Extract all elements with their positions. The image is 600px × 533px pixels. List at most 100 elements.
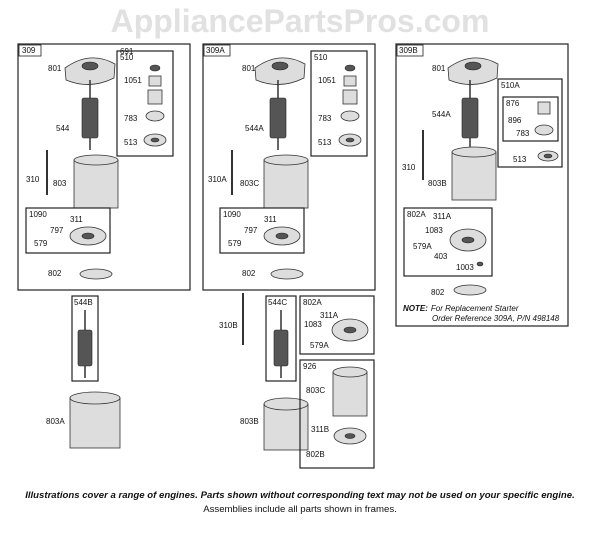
frame-label-309: 309 [22, 46, 36, 55]
clip-1003 [476, 261, 484, 267]
armature-544 [81, 80, 99, 150]
washer-802 [79, 268, 113, 280]
label-1003: 1003 [456, 263, 474, 272]
end-cover-801 [64, 57, 116, 85]
frame-309b [395, 43, 569, 327]
frame-309a [202, 43, 376, 291]
label-311: 311 [70, 215, 83, 224]
gear-513-right [537, 150, 559, 162]
label-311b-926: 311B [311, 425, 329, 434]
frame-926 [299, 359, 375, 469]
end-cover-801-right [447, 57, 499, 85]
frame-label-926: 926 [303, 362, 317, 371]
frame-544b [71, 295, 99, 382]
frame-1090-mid [219, 207, 305, 254]
label-802-mid: 802 [242, 269, 256, 278]
label-513: 513 [124, 138, 138, 147]
washer-802-mid [270, 268, 304, 280]
brush-plate-1090-mid [263, 226, 301, 246]
label-801: 801 [48, 64, 62, 73]
label-513-mid: 513 [318, 138, 332, 147]
frame-309 [17, 43, 191, 291]
brush-assembly-802a-mid [331, 318, 369, 342]
armature-544c [273, 310, 289, 378]
brush-plate-311b [333, 427, 367, 445]
frame-876 [502, 96, 559, 142]
washer-802-right [453, 284, 487, 296]
label-311a-mid: 311A [320, 311, 339, 320]
end-cover-801-mid [254, 57, 306, 85]
label-310b: 310B [219, 321, 238, 330]
label-783-right: 783 [516, 129, 530, 138]
label-579-mid: 579 [228, 239, 242, 248]
frame-label-510a-right: 510A [501, 81, 520, 90]
label-896: 896 [508, 116, 522, 125]
label-801-mid: 801 [242, 64, 256, 73]
frame-label-309a: 309A [206, 46, 225, 55]
label-579a-right: 579A [413, 242, 432, 251]
frame-label-1090-mid: 1090 [223, 210, 241, 219]
label-579: 579 [34, 239, 48, 248]
label-803c: 803C [240, 179, 259, 188]
spring-896 [534, 101, 554, 136]
frame-510a-right [497, 78, 563, 168]
frame-label-544c: 544C [268, 298, 287, 307]
label-802: 802 [48, 269, 62, 278]
label-797-mid: 797 [244, 226, 258, 235]
label-310: 310 [26, 175, 40, 184]
housing-803b [263, 397, 309, 451]
footer-disclaimer: Illustrations cover a range of engines. … [25, 490, 575, 501]
label-544a-right: 544A [432, 110, 451, 119]
label-803b-right: 803B [428, 179, 447, 188]
note-line-2: Order Reference 309A, P/N 498148 [432, 314, 560, 323]
label-403: 403 [434, 252, 448, 261]
footer-assemblies-note: Assemblies include all parts shown in fr… [203, 504, 397, 515]
brush-assembly-802a-right [449, 228, 487, 252]
label-783: 783 [124, 114, 138, 123]
label-513-right: 513 [513, 155, 527, 164]
frame-802a-mid [299, 295, 375, 355]
label-797: 797 [50, 226, 64, 235]
spring-1051 [148, 64, 162, 87]
label-801-right: 801 [432, 64, 446, 73]
label-1083-right: 1083 [425, 226, 443, 235]
label-1051: 1051 [124, 76, 142, 85]
frame-label-802a-right: 802A [407, 210, 426, 219]
frame-label-510: 510 [120, 53, 134, 62]
frame-802a-right [403, 207, 493, 277]
label-579a-mid: 579A [310, 341, 329, 350]
armature-544a [269, 80, 287, 150]
label-803a: 803A [46, 417, 65, 426]
armature-544b [77, 310, 93, 378]
note-prefix: NOTE: [403, 304, 428, 313]
label-803: 803 [53, 179, 67, 188]
frame-label-309b: 309B [399, 46, 418, 55]
note-text-1: For Replacement Starter [431, 304, 519, 313]
brush-plate-1090 [69, 226, 107, 246]
label-783-mid: 783 [318, 114, 332, 123]
frame-label-876: 876 [506, 99, 520, 108]
label-544a: 544A [245, 124, 264, 133]
spring-783-mid [340, 89, 360, 122]
label-803c-926: 803C [306, 386, 325, 395]
label-544: 544 [56, 124, 70, 133]
frame-label-1090: 1090 [29, 210, 47, 219]
label-1083-mid: 1083 [304, 320, 322, 329]
frame-label-544b: 544B [74, 298, 93, 307]
spring-1051-mid [343, 64, 357, 87]
label-803b: 803B [240, 417, 259, 426]
watermark: AppliancePartsPros.com [111, 3, 490, 39]
housing-803c-926 [332, 366, 368, 417]
frame-544c [265, 295, 297, 382]
label-310-right: 310 [402, 163, 416, 172]
frame-510 [116, 50, 174, 157]
housing-803 [73, 154, 119, 209]
gear-513 [143, 133, 167, 147]
gear-513-mid [338, 133, 362, 147]
label-311-mid: 311 [264, 215, 277, 224]
frame-510-mid [310, 50, 368, 157]
label-310a: 310A [208, 175, 227, 184]
housing-803c [263, 154, 309, 209]
